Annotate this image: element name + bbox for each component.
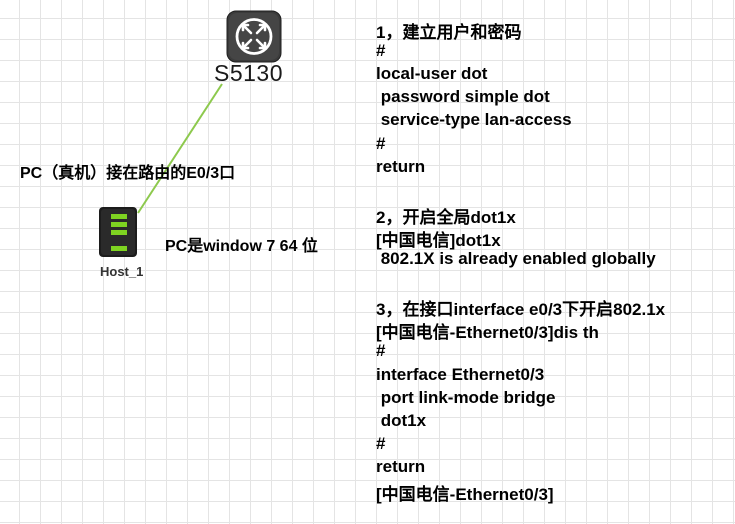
config-line: return [376,456,426,476]
config-line: 1，建立用户和密码 [376,23,522,42]
config-line: 802.1X is already enabled globally [376,249,656,268]
pc-connection-note: PC（真机）接在路由的E0/3口 [20,165,236,182]
pc-os-note: PC是window 7 64 位 [165,238,318,255]
config-line: # [376,341,386,361]
config-line: [中国电信-Ethernet0/3]dis th [376,323,599,343]
switch-name-label: S5130 [214,60,284,86]
config-line: 2，开启全局dot1x [376,207,516,227]
config-line: port link-mode bridge [376,387,556,407]
config-line: [中国电信-Ethernet0/3] [376,485,554,504]
config-line: # [376,133,386,153]
config-line: return [376,156,426,176]
config-line: service-type lan-access [376,110,572,130]
host-name-label: Host_1 [100,264,144,279]
switch-router-icon[interactable] [226,10,282,63]
pc-tower-icon[interactable] [99,207,137,257]
config-line: [中国电信]dot1x [376,230,501,250]
config-line: password simple dot [376,87,550,107]
config-line: # [376,433,386,453]
network-link[interactable] [137,83,223,214]
config-line: interface Ethernet0/3 [376,364,545,384]
config-line: local-user dot [376,64,488,84]
config-line: # [376,41,386,61]
config-line: dot1x [376,410,427,430]
config-line: 3，在接口interface e0/3下开启802.1x [376,300,666,320]
